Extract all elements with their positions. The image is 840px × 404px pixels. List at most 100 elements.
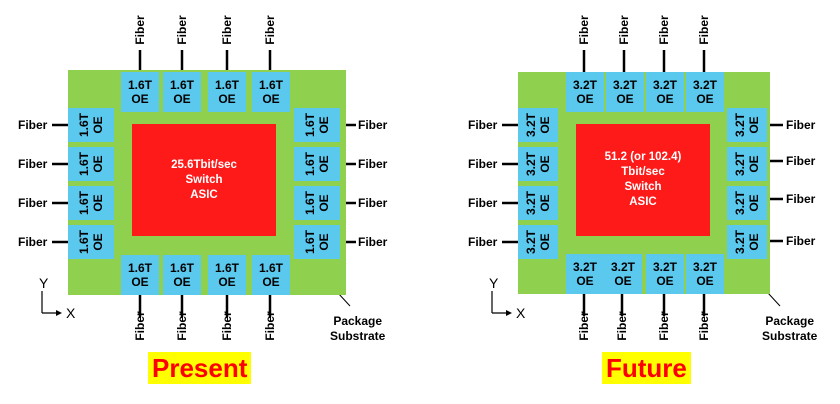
oe-module-label: 1.6T OE [302,112,331,138]
y-axis-label: Y [489,275,499,291]
oe-module-label: 1.6T OE [76,229,105,255]
oe-module-label: 1.6T OE [127,261,152,289]
oe-module-label: 3.2T OE [732,229,761,255]
fiber-label-bottom-1: Fiber [577,311,591,341]
oe-module-bottom-3: 1.6T OE [208,255,246,295]
oe-module-label: 1.6T OE [214,261,239,289]
oe-module-bottom-4: 3.2T OE [686,254,724,294]
oe-module-label: 3.2T OE [652,78,677,106]
caption-future: Future [602,352,691,384]
oe-module-label: 1.6T OE [76,151,105,177]
fiber-label-top-2: Fiber [175,15,189,45]
oe-module-label: 3.2T OE [610,260,635,288]
oe-module-top-2: 3.2T OE [606,72,644,112]
oe-module-bottom-2: 3.2T OE [604,254,642,294]
oe-module-right-4: 3.2T OE [727,225,767,259]
oe-module-label: 1.6T OE [76,112,105,138]
fiber-label-right-1: Fiber [358,118,388,132]
fiber-label-right-2: Fiber [358,157,388,171]
connector-lines [491,50,783,316]
future-diagram: 51.2 (or 102.4) Tbit/sec Switch ASIC 3.2T… [420,0,840,404]
oe-module-right-2: 3.2T OE [727,147,767,181]
oe-module-right-3: 1.6T OE [294,186,340,220]
oe-module-left-4: 1.6T OE [68,225,114,259]
oe-module-right-2: 1.6T OE [294,147,340,181]
oe-module-top-3: 1.6T OE [208,72,246,112]
oe-module-label: 3.2T OE [523,112,552,138]
oe-module-bottom-3: 3.2T OE [646,254,684,294]
fiber-label-right-2: Fiber [786,154,816,168]
oe-module-label: 3.2T OE [523,190,552,216]
oe-module-bottom-1: 3.2T OE [566,254,604,294]
fiber-label-left-3: Fiber [468,196,498,210]
fiber-label-top-4: Fiber [697,15,711,45]
switch-asic: 25.6Tbit/sec Switch ASIC [132,124,276,236]
present-diagram: 25.6Tbit/sec Switch ASIC 1.6T OE 1.6T OE 1.… [18,15,388,384]
oe-module-top-4: 1.6T OE [252,72,290,112]
oe-module-top-1: 1.6T OE [121,72,159,112]
fiber-label-left-4: Fiber [468,235,498,249]
fiber-label-left-1: Fiber [18,118,48,132]
fiber-label-bottom-2: Fiber [615,311,629,341]
oe-module-label: 1.6T OE [258,78,283,106]
oe-module-right-3: 3.2T OE [727,186,767,220]
oe-module-left-4: 3.2T OE [518,225,558,259]
oe-module-top-3: 3.2T OE [646,72,684,112]
oe-module-left-1: 1.6T OE [68,108,114,142]
fiber-label-top-1: Fiber [133,15,147,45]
fiber-label-top-3: Fiber [657,15,671,45]
fiber-label-left-1: Fiber [468,118,498,132]
oe-module-top-1: 3.2T OE [566,72,604,112]
oe-module-label: 3.2T OE [572,78,597,106]
oe-module-right-1: 3.2T OE [727,108,767,142]
connector-lines [41,50,356,317]
oe-module-label: 3.2T OE [732,190,761,216]
fiber-label-right-1: Fiber [786,118,816,132]
fiber-label-right-3: Fiber [358,196,388,210]
oe-module-label: 1.6T OE [169,78,194,106]
oe-module-bottom-2: 1.6T OE [163,255,201,295]
fiber-label-left-3: Fiber [18,196,48,210]
oe-module-left-3: 1.6T OE [68,186,114,220]
oe-module-label: 3.2T OE [523,151,552,177]
oe-module-label: 3.2T OE [732,151,761,177]
oe-module-label: 3.2T OE [692,78,717,106]
fiber-label-right-3: Fiber [786,192,816,206]
oe-module-label: 1.6T OE [76,190,105,216]
fiber-label-left-2: Fiber [18,157,48,171]
fiber-label-top-1: Fiber [577,15,591,45]
fiber-label-bottom-4: Fiber [697,311,711,341]
oe-module-left-2: 3.2T OE [518,147,558,181]
oe-module-label: 1.6T OE [258,261,283,289]
oe-module-left-2: 1.6T OE [68,147,114,181]
fiber-label-top-2: Fiber [617,15,631,45]
package-substrate-label: Package Substrate [330,314,386,343]
package-pointer-line [767,292,781,307]
oe-module-right-1: 1.6T OE [294,108,340,142]
oe-module-label: 1.6T OE [302,190,331,216]
oe-module-label: 3.2T OE [652,260,677,288]
fiber-label-bottom-4: Fiber [263,311,277,341]
fiber-label-bottom-1: Fiber [133,311,147,341]
oe-module-label: 1.6T OE [302,151,331,177]
oe-module-label: 1.6T OE [127,78,152,106]
fiber-label-bottom-2: Fiber [175,311,189,341]
fiber-label-top-3: Fiber [220,15,234,45]
switch-asic: 51.2 (or 102.4) Tbit/sec Switch ASIC [576,124,710,236]
oe-module-label: 1.6T OE [169,261,194,289]
oe-module-label: 3.2T OE [692,260,717,288]
fiber-label-left-2: Fiber [468,157,498,171]
package-pointer-line [337,292,351,307]
x-axis-arrowhead [56,310,62,316]
fiber-label-top-4: Fiber [263,15,277,45]
oe-module-label: 1.6T OE [214,78,239,106]
y-axis-label: Y [39,275,49,291]
oe-module-left-1: 3.2T OE [518,108,558,142]
oe-module-bottom-4: 1.6T OE [252,255,290,295]
fiber-label-bottom-3: Fiber [657,311,671,341]
oe-module-right-4: 1.6T OE [294,225,340,259]
fiber-label-right-4: Fiber [358,235,388,249]
x-axis-label: X [66,305,76,321]
asic-label: 25.6Tbit/sec Switch ASIC [171,158,237,201]
x-axis-arrowhead [506,310,512,316]
